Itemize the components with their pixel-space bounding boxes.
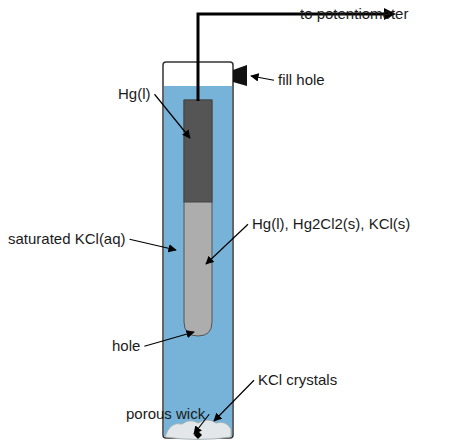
leader-line [214,380,254,421]
leader-line [206,224,248,264]
mercury-label: Hg(l) [118,86,151,103]
leader-line [251,76,274,80]
mercury-column [184,100,212,202]
solution-label: saturated KCl(aq) [8,231,126,248]
saturated-kcl-solution [164,86,232,439]
paste-label: Hg(l), Hg2Cl2(s), KCl(s) [252,216,410,233]
leader-line [155,94,191,138]
crystals-label: KCl crystals [258,372,337,389]
lead-wire [198,14,386,101]
potentiometer-label: to potentiometer [300,6,408,23]
leader-line [130,239,176,250]
fill-hole [233,65,247,86]
wick-label: porous wick [126,406,205,423]
leader-line [144,332,194,346]
hole-label: hole [112,338,140,355]
fill-hole-label: fill hole [278,72,325,89]
